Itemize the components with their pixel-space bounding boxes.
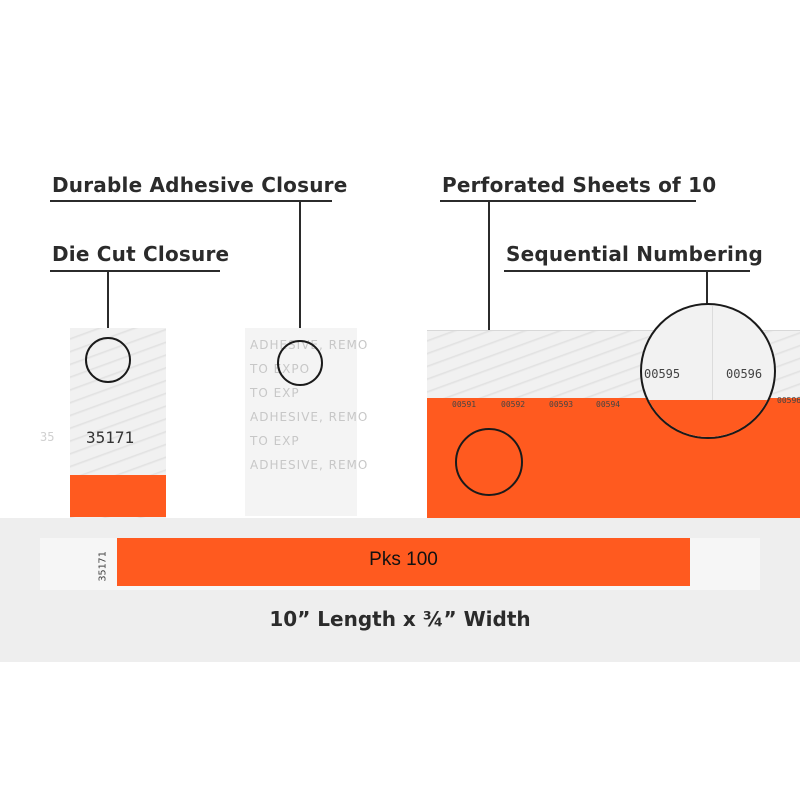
- magnified-number: 00596: [726, 367, 763, 381]
- adhesive-print-line: TO EXP: [250, 386, 300, 400]
- magnified-number: 00595: [644, 367, 681, 381]
- dimensions-label: 10” Length x ¾” Width: [269, 607, 531, 631]
- magnifier-color: [642, 400, 774, 437]
- leader-line: [488, 200, 490, 432]
- leader-line: [706, 270, 708, 306]
- callout-underline: [504, 270, 750, 272]
- sheet-number: 00594: [596, 400, 621, 409]
- adhesive-highlight-circle: [277, 340, 323, 386]
- wristband-color-strip: [117, 538, 690, 586]
- callout-underline: [440, 200, 696, 202]
- band-number: 35171: [86, 428, 135, 447]
- adhesive-print-line: TO EXP: [250, 434, 300, 448]
- callout-perforated-sheets: Perforated Sheets of 10: [442, 173, 717, 197]
- sheet-number: 00591: [452, 400, 477, 409]
- callout-die-cut-closure: Die Cut Closure: [52, 242, 230, 266]
- pack-label: Pks 100: [369, 549, 438, 570]
- sheet-number: 00592: [501, 400, 526, 409]
- band-color-strip: [70, 475, 166, 517]
- sheet-top-edge: [427, 330, 800, 331]
- leader-line: [299, 200, 301, 342]
- wristband-side-number: 35171: [97, 551, 109, 582]
- adhesive-print-line: ADHESIVE, REMO: [250, 410, 369, 424]
- perforation-highlight-circle: [455, 428, 523, 496]
- magnifier-divider: [712, 305, 713, 400]
- sheet-number: 00593: [549, 400, 574, 409]
- adhesive-print-line: ADHESIVE, REMO: [250, 458, 369, 472]
- callout-durable-adhesive-closure: Durable Adhesive Closure: [52, 173, 348, 197]
- faded-number: 35: [40, 430, 55, 444]
- callout-underline: [50, 200, 332, 202]
- callout-sequential-numbering: Sequential Numbering: [506, 242, 764, 266]
- leader-line: [107, 270, 109, 342]
- sheet-number: 00596: [777, 396, 800, 405]
- die-cut-highlight-circle: [85, 337, 131, 383]
- magnifier-circle: 00595 00596: [640, 303, 776, 439]
- callout-underline: [50, 270, 220, 272]
